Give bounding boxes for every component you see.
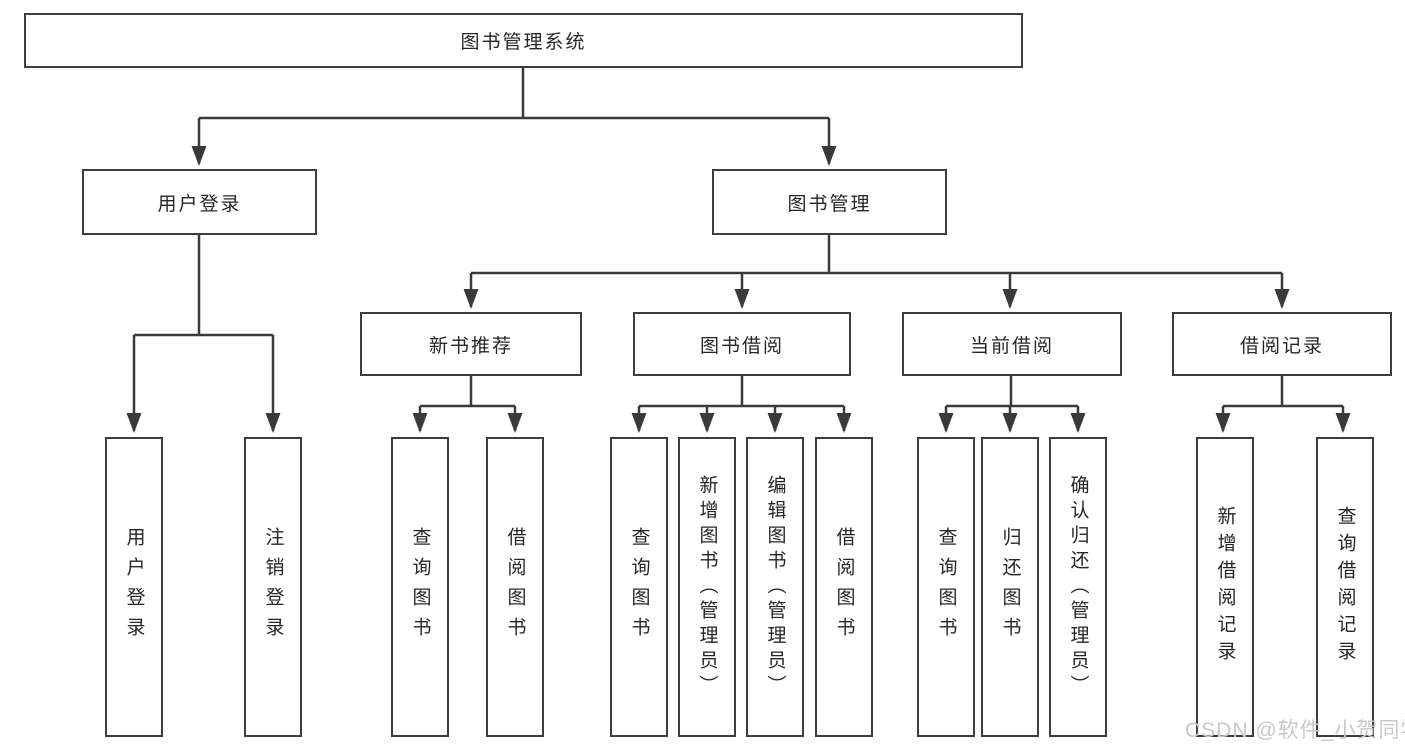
leaf-borrow-books-newbooks-label: 借阅图书 xyxy=(504,527,526,647)
leaf-edit-books-admin: 编辑图书（管理员） xyxy=(746,437,804,737)
node-root-label: 图书管理系统 xyxy=(460,32,587,53)
leaf-query-books-borrow-label: 查询图书 xyxy=(628,527,650,647)
node-current-borrow: 当前借阅 xyxy=(902,312,1122,376)
leaf-return-books-label: 归还图书 xyxy=(999,527,1021,647)
leaf-logout: 注销登录 xyxy=(244,437,302,737)
leaf-add-books-admin: 新增图书（管理员） xyxy=(678,437,736,737)
leaf-user-login: 用户登录 xyxy=(105,437,163,737)
leaf-query-books-current: 查询图书 xyxy=(917,437,975,737)
leaf-query-books-current-label: 查询图书 xyxy=(935,527,957,647)
leaf-borrow-books: 借阅图书 xyxy=(815,437,873,737)
leaf-query-books-borrow: 查询图书 xyxy=(610,437,668,737)
leaf-add-borrow-record: 新增借阅记录 xyxy=(1196,437,1254,737)
node-book-management-label: 图书管理 xyxy=(787,193,872,215)
node-current-borrow-label: 当前借阅 xyxy=(969,335,1054,357)
node-book-borrow: 图书借阅 xyxy=(633,312,851,376)
node-book-management: 图书管理 xyxy=(712,169,947,235)
node-book-borrow-label: 图书借阅 xyxy=(699,335,784,357)
leaf-query-books-newbooks: 查询图书 xyxy=(391,437,449,737)
leaf-return-books: 归还图书 xyxy=(981,437,1039,737)
leaf-confirm-return-admin-label: 确认归还（管理员） xyxy=(1067,474,1089,700)
leaf-confirm-return-admin: 确认归还（管理员） xyxy=(1049,437,1107,737)
leaf-add-books-admin-label: 新增图书（管理员） xyxy=(696,474,718,700)
leaf-borrow-books-label: 借阅图书 xyxy=(833,527,855,647)
leaf-add-borrow-record-label: 新增借阅记录 xyxy=(1214,506,1236,668)
leaf-query-borrow-record: 查询借阅记录 xyxy=(1316,437,1374,737)
node-new-book-recommend-label: 新书推荐 xyxy=(428,335,513,357)
leaf-query-books-newbooks-label: 查询图书 xyxy=(409,527,431,647)
node-root-library-system: 图书管理系统 xyxy=(24,13,1023,68)
leaf-borrow-books-newbooks: 借阅图书 xyxy=(486,437,544,737)
csdn-watermark: CSDN @软件_小贺同学 xyxy=(1185,719,1405,742)
leaf-edit-books-admin-label: 编辑图书（管理员） xyxy=(764,474,786,700)
node-borrow-records: 借阅记录 xyxy=(1172,312,1392,376)
node-user-login: 用户登录 xyxy=(82,169,317,235)
leaf-query-borrow-record-label: 查询借阅记录 xyxy=(1334,506,1356,668)
node-new-book-recommend: 新书推荐 xyxy=(360,312,582,376)
leaf-logout-label: 注销登录 xyxy=(262,527,284,647)
leaf-user-login-label: 用户登录 xyxy=(123,527,145,647)
node-user-login-label: 用户登录 xyxy=(157,193,242,215)
node-borrow-records-label: 借阅记录 xyxy=(1239,335,1324,357)
